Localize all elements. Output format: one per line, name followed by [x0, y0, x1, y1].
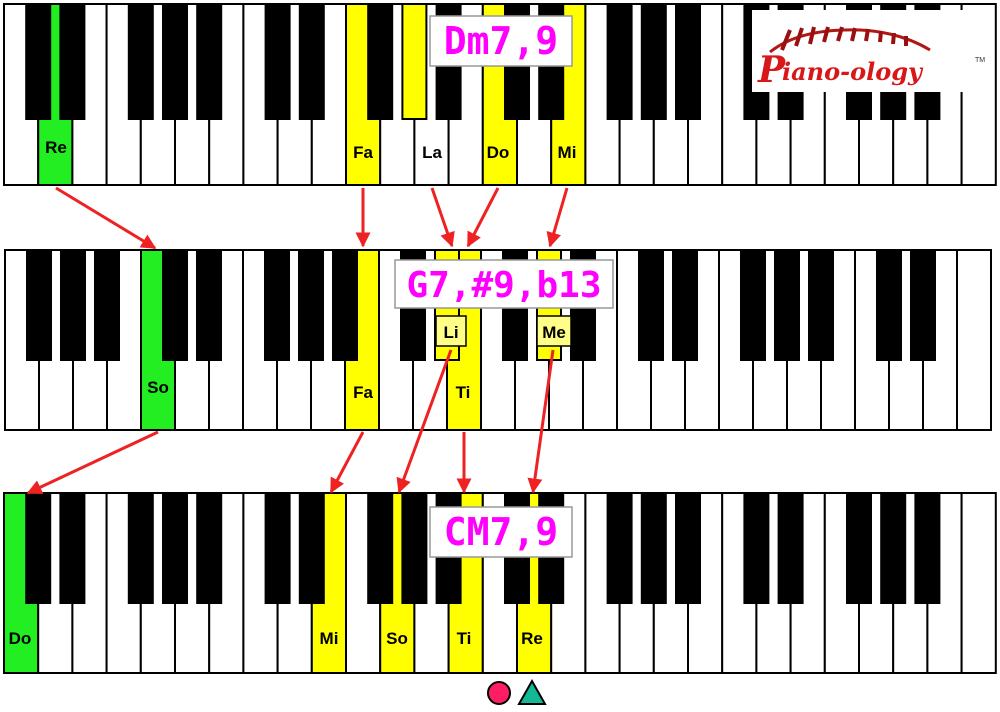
- black-key: [94, 249, 120, 361]
- black-key: [774, 249, 800, 361]
- black-key: [638, 249, 664, 361]
- black-key: [264, 3, 291, 120]
- black-key: [846, 492, 872, 604]
- note-tag: [536, 315, 572, 347]
- black-key: [640, 3, 667, 120]
- note-label: Ti: [456, 383, 471, 402]
- notes-top: Re Fa La Do Mi: [45, 138, 576, 162]
- voice-leading-arrow: [466, 187, 500, 248]
- black-key: [298, 492, 325, 604]
- black-key: [196, 249, 222, 361]
- voice-leading-arrows: [26, 186, 569, 495]
- note-label: Me: [542, 323, 566, 342]
- circle-icon: [487, 681, 511, 705]
- trademark: TM: [975, 57, 985, 64]
- notes-bottom: Do Mi So Ti Re: [9, 629, 543, 648]
- note-label: Fa: [353, 383, 373, 402]
- triangle-icon: [517, 678, 547, 705]
- black-key: [25, 492, 52, 604]
- black-key: [59, 3, 86, 120]
- black-key: [298, 249, 324, 361]
- black-key: [777, 492, 804, 604]
- black-key: [60, 249, 86, 361]
- black-key: [880, 492, 907, 604]
- black-key: [25, 3, 52, 120]
- black-key: [743, 492, 770, 604]
- black-key: [59, 492, 86, 604]
- note-label: Fa: [353, 143, 373, 162]
- black-key: [162, 492, 188, 604]
- voice-leading-arrow: [430, 187, 455, 248]
- black-key: [910, 249, 936, 361]
- black-key: [127, 492, 154, 604]
- white-key: [960, 492, 997, 674]
- note-label: Re: [45, 138, 67, 157]
- black-key: [876, 249, 902, 361]
- black-key: [196, 492, 223, 604]
- voice-leading-arrow: [396, 349, 453, 494]
- black-key: [162, 3, 188, 120]
- black-key: [26, 249, 52, 361]
- logo-letter-p: P: [757, 49, 786, 91]
- voice-leading-arrow: [55, 186, 157, 250]
- pianology-logo: P iano-ology TM: [752, 10, 990, 92]
- note-tag: [435, 315, 467, 347]
- note-label: So: [147, 378, 169, 397]
- black-key: [675, 492, 701, 604]
- note-label: So: [386, 629, 408, 648]
- black-key: [264, 492, 291, 604]
- black-key: [127, 3, 154, 120]
- chord-name-top: Dm7,9: [444, 19, 558, 63]
- black-key: [401, 492, 428, 604]
- black-key: [606, 3, 633, 120]
- black-key: [672, 249, 698, 361]
- voice-leading-arrow: [527, 349, 555, 494]
- logo-text: iano-ology: [782, 57, 924, 86]
- black-key: [640, 492, 667, 604]
- black-key: [740, 249, 766, 361]
- note-label: Re: [521, 629, 543, 648]
- black-key: [298, 3, 325, 120]
- white-key: [956, 249, 992, 431]
- note-label: Mi: [558, 143, 577, 162]
- note-label: Li: [443, 323, 458, 342]
- note-label: Ti: [457, 629, 472, 648]
- black-key: [162, 249, 188, 361]
- black-key: [196, 3, 223, 120]
- note-label: La: [422, 143, 442, 162]
- black-key: [367, 3, 394, 120]
- black-key: [264, 249, 290, 361]
- chord-label-middle: G7,#9,b13: [394, 259, 614, 309]
- notes-middle: So Fa Ti Li Me: [147, 315, 572, 402]
- black-key: [675, 3, 701, 120]
- piano-keys-swoosh-icon: [769, 26, 931, 54]
- chord-name-middle: G7,#9,b13: [406, 265, 601, 306]
- voice-leading-arrow: [546, 187, 569, 248]
- black-key: [808, 249, 834, 361]
- black-key: [332, 249, 358, 361]
- voice-leading-arrow: [26, 430, 159, 495]
- chord-name-bottom: CM7,9: [444, 510, 558, 554]
- note-label: Do: [487, 143, 510, 162]
- note-label: Mi: [320, 629, 339, 648]
- chord-label-top: Dm7,9: [429, 15, 573, 67]
- keyboard-bottom: [3, 492, 997, 674]
- voice-leading-arrow: [329, 431, 365, 494]
- chord-label-bottom: CM7,9: [429, 506, 573, 558]
- black-key: [401, 3, 428, 120]
- black-key: [367, 492, 394, 604]
- note-label: Do: [9, 629, 32, 648]
- black-key: [914, 492, 941, 604]
- black-key: [606, 492, 633, 604]
